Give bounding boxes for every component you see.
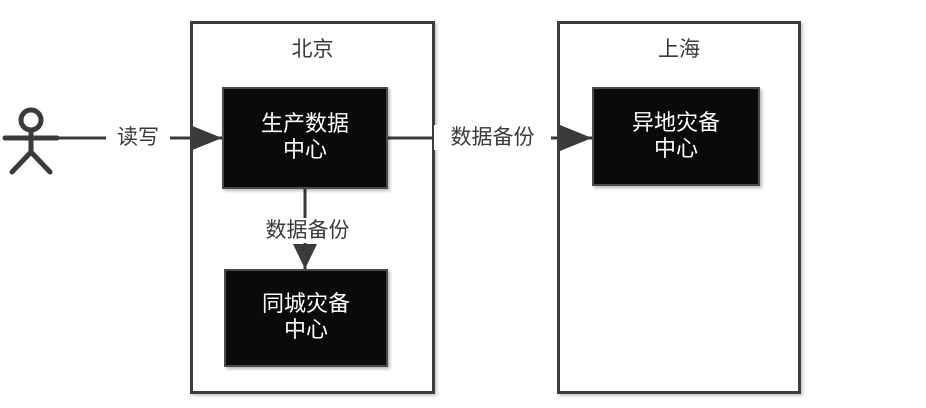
arrowhead-actor-to-production	[190, 125, 222, 151]
node-local-dr-center[interactable]: 同城灾备 中心	[224, 269, 388, 367]
node-production-data-center[interactable]: 生产数据 中心	[222, 87, 388, 189]
node-remote-dr-center-line2: 中心	[653, 136, 698, 162]
actor-right-leg-line	[28, 149, 53, 175]
node-remote-dr-center-label: 异地灾备 中心	[632, 111, 720, 163]
node-local-dr-center-label: 同城灾备 中心	[262, 292, 350, 344]
node-production-data-center-line1: 生产数据	[260, 112, 349, 138]
arrowhead-production-to-remote	[560, 125, 592, 151]
node-remote-dr-center-line1: 异地灾备	[631, 110, 720, 136]
arrowhead-production-to-local	[293, 244, 317, 269]
node-remote-dr-center[interactable]: 异地灾备 中心	[592, 87, 760, 186]
edge-label-production-to-local: 数据备份	[249, 218, 366, 243]
zone-shanghai-title: 上海	[658, 37, 700, 61]
zone-beijing-title: 北京	[291, 37, 334, 61]
actor-head-icon	[18, 107, 44, 133]
node-production-data-center-line2: 中心	[282, 138, 327, 163]
actor-left-leg-line	[9, 149, 34, 175]
node-local-dr-center-line1: 同城灾备	[261, 292, 350, 318]
node-local-dr-center-line2: 中心	[283, 318, 328, 343]
zone-beijing	[190, 21, 435, 394]
user-actor-icon	[2, 107, 60, 175]
zone-shanghai	[557, 21, 801, 394]
edge-label-production-to-remote: 数据备份	[434, 125, 551, 150]
node-production-data-center-label: 生产数据 中心	[261, 112, 349, 164]
edge-label-actor-to-production: 读写	[106, 125, 170, 150]
